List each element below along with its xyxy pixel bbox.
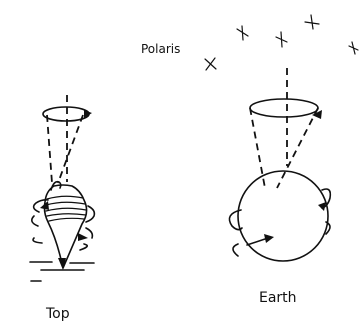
top-cone-line-right — [58, 115, 83, 183]
star-1 — [237, 26, 248, 40]
top-spin-arrows — [32, 200, 95, 250]
earth-globe — [238, 171, 328, 261]
star-polaris — [205, 58, 216, 70]
earth-cone-line-right — [277, 108, 318, 188]
star-3 — [305, 15, 319, 29]
top-hatching — [46, 196, 86, 221]
earth-label: Earth — [259, 290, 297, 306]
star-4 — [349, 42, 358, 54]
polaris-label: Polaris — [141, 42, 180, 56]
top-cone-line-left — [47, 115, 52, 183]
star-2 — [276, 32, 287, 47]
earth-figure — [229, 68, 330, 261]
spinning-top — [30, 95, 94, 281]
earth-spin-arrows — [229, 189, 330, 256]
top-label: Top — [45, 306, 70, 322]
earth-precession-ellipse — [250, 99, 318, 117]
star-field — [205, 15, 358, 70]
top-precession-ellipse — [43, 107, 89, 121]
